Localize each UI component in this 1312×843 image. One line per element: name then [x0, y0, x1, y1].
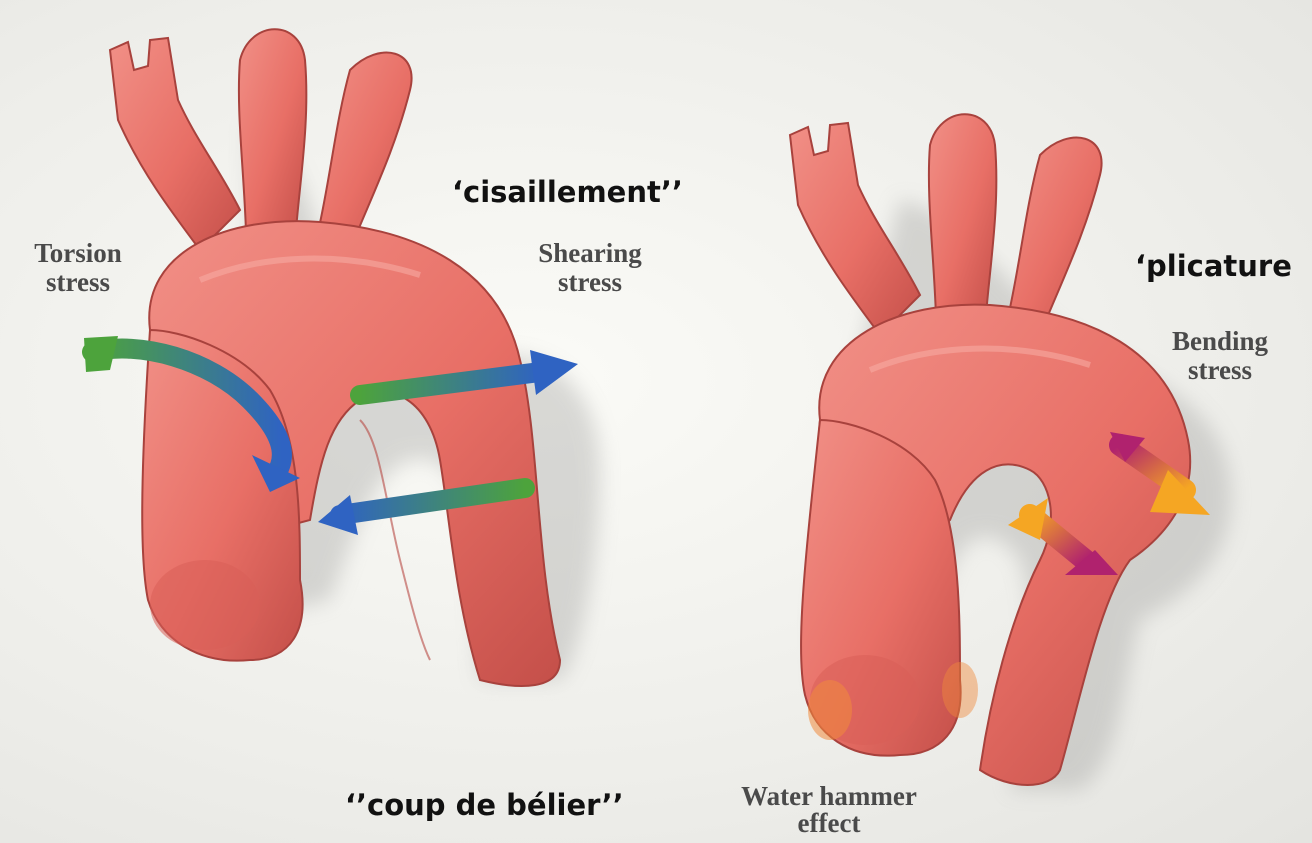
torsion-line2: stress: [8, 269, 148, 296]
shearing-stress-label: Shearing stress: [490, 240, 690, 296]
torsion-line1: Torsion: [8, 240, 148, 267]
cisaillement-annotation: ‘cisaillement’’: [452, 178, 683, 207]
shearing-line1: Shearing: [490, 240, 690, 267]
torsion-stress-label: Torsion stress: [8, 240, 148, 296]
plicature-annotation: ‘plicature: [1135, 252, 1292, 281]
water-line1: Water hammer: [684, 783, 974, 810]
shearing-line2: stress: [490, 269, 690, 296]
bending-stress-label: Bending stress: [1135, 328, 1305, 384]
water-line2: effect: [684, 810, 974, 837]
water-hammer-label: Water hammer effect: [684, 783, 974, 837]
bending-line2: stress: [1135, 357, 1305, 384]
coup-de-belier-annotation: ‘’coup de bélier’’: [345, 791, 624, 820]
bending-line1: Bending: [1135, 328, 1305, 355]
aorta-right-icon: [790, 114, 1231, 790]
